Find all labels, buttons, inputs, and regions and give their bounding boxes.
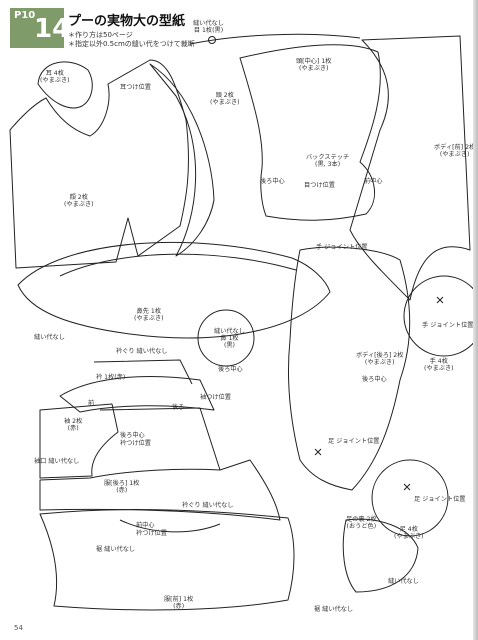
sole-piece [342,518,419,593]
label-back: 後ろ [172,404,185,411]
label-head: 頭 2枚(やまぶき) [210,92,240,106]
label-ear-position: 耳つけ位置 [120,84,151,91]
muzzle-piece [17,241,331,339]
label-no-seam-b: 縫い代なし [388,578,419,585]
label-shirt-back: 服[後ろ] 1枚(赤) [104,480,140,494]
label-no-seam-a: 縫い代なし [34,334,65,341]
shirt-front-piece [39,509,295,611]
head-top-curve [189,33,361,45]
pattern-number: 14 [34,14,71,44]
label-ear: 耳 4枚(やまぶき) [40,70,70,84]
shirt-front-neckline [119,519,221,533]
label-front: 前 [88,400,95,407]
page-title: プーの実物大の型紙 [68,14,186,29]
label-hem-no-seam-a: 裾 縫い代なし [96,546,136,553]
label-hand-joint-a: 手 ジョイント位置 [316,244,368,251]
label-foot: 足 4枚(やまぶき) [394,526,424,540]
label-back-center-a: 後ろ中心 [260,178,285,185]
label-muzzle: 鼻先 1枚(やまぶき) [134,308,164,322]
label-leg-joint-b: 足 ジョイント位置 [414,496,466,503]
body-back-piece [287,246,411,491]
page-number: 54 [14,624,23,632]
label-nose: 縫い代なし鼻 1枚(黒) [214,328,245,349]
label-shirt-front: 服[前] 1枚(赤) [164,596,194,610]
label-sleeve: 袖 2枚(赤) [64,418,83,432]
label-leg-joint-a: 足 ジョイント位置 [328,438,380,445]
label-collar-no-seam: 衿ぐり 縫い代なし [116,348,168,355]
label-collar-position-b: 衿つけ位置 [136,530,167,537]
label-back-center-d: 後ろ中心 [120,432,145,439]
label-eye-position: 目つけ位置 [304,182,335,189]
leg-joint-mark [314,448,322,456]
label-head-center: 頭[中心] 1枚(やまぶき) [296,58,332,72]
body-front-piece [349,35,471,301]
label-front-center-b: 前中心 [136,522,155,529]
label-collar: 衿 1枚(赤) [96,374,126,381]
label-cuff-no-seam: 袖口 縫い代なし [34,458,80,465]
label-collar-no-seam-b: 衿ぐり 縫い代なし [182,502,234,509]
head-center-piece [239,44,381,221]
collar-top-edge [93,359,193,385]
label-front-center: 前中心 [364,178,383,185]
label-face: 顔 2枚(やまぶき) [64,194,94,208]
collar-piece [59,376,215,413]
hand-joint-mark [436,296,444,304]
book-gutter [473,0,478,640]
label-back-center-b: 後ろ中心 [218,366,243,373]
label-back-center-c: 後ろ中心 [362,376,387,383]
ear-piece [37,61,93,109]
label-sole: 足の裏 2枚(おうど色) [346,516,377,530]
label-sleeve-position: 袖つけ位置 [200,394,231,401]
label-hand-joint-b: 手 ジョイント位置 [422,322,474,329]
page-tag: P10 [14,10,36,21]
label-back-stitch: バックステッチ(黒, 3本) [306,154,350,168]
note-seam-allowance: ＊指定以外0.5cmの縫い代をつけて裁断 [68,40,195,48]
leg-joint-mark-b [403,483,411,491]
nose-piece [197,309,255,367]
label-body-back: ボディ[後ろ] 2枚(やまぶき) [356,352,404,366]
label-hem-no-seam-b: 裾 縫い代なし [314,606,354,613]
label-body-front: ボディ[前] 2枚(やまぶき) [434,144,476,158]
label-eye: 縫い代なし目 1枚(黒) [193,20,224,34]
sleeve-piece [39,403,119,479]
note-instructions: ＊作り方は50ページ [68,31,133,39]
page-tab: P10 14 [10,8,70,48]
head-piece [149,63,215,257]
hand-piece [403,275,478,357]
face-piece [9,59,189,269]
label-hand: 手 4枚(やまぶき) [424,358,454,372]
muzzle-inner-curve [59,253,297,277]
label-collar-position: 衿つけ位置 [120,440,151,447]
